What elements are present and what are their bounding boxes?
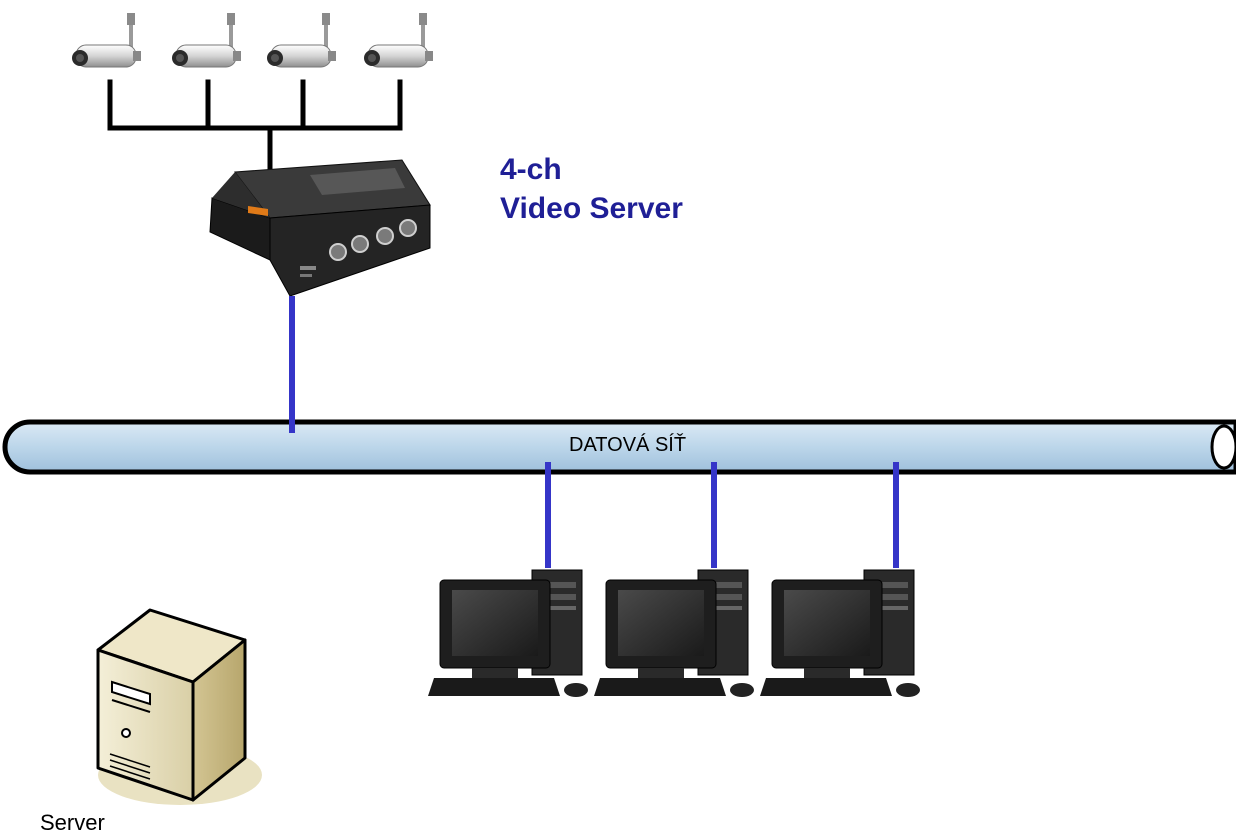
network-label: DATOVÁ SÍŤ bbox=[569, 434, 687, 456]
workstation-2 bbox=[594, 569, 754, 697]
workstation-3 bbox=[760, 569, 920, 697]
camera-group bbox=[72, 13, 433, 68]
video-server-title: 4-ch Video Server bbox=[500, 150, 683, 228]
server-power-led bbox=[121, 728, 131, 738]
camera-wiring bbox=[107, 79, 403, 178]
camera-3 bbox=[267, 13, 336, 68]
camera-4 bbox=[364, 13, 433, 68]
video-server-device bbox=[209, 159, 431, 297]
pipe-end-opening bbox=[1210, 424, 1236, 470]
video-server-title-line1: 4-ch bbox=[500, 153, 562, 186]
network-pipe bbox=[2, 419, 1236, 475]
workstation-1 bbox=[428, 569, 588, 697]
video-server-title-line2: Video Server bbox=[500, 192, 683, 225]
network-links bbox=[289, 296, 899, 568]
camera-2 bbox=[172, 13, 241, 68]
server-label: Server bbox=[40, 810, 105, 835]
workstation-group bbox=[428, 569, 920, 697]
camera-1 bbox=[72, 13, 141, 68]
server-tower bbox=[96, 608, 262, 805]
